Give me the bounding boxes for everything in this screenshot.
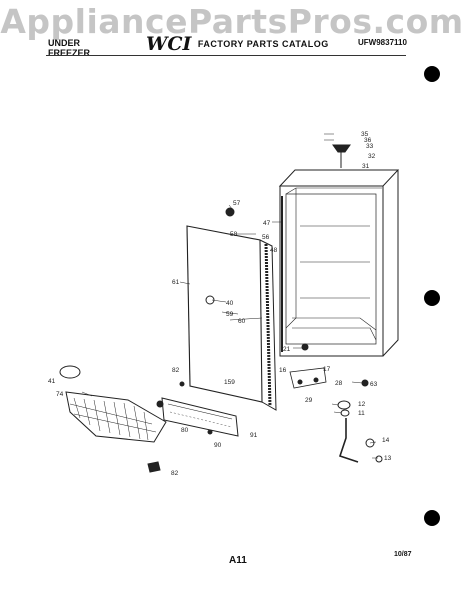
catalog-header: WCI FACTORY PARTS CATALOG [146,33,329,55]
callout-59: 59 [226,311,234,318]
callout-60: 60 [238,318,246,325]
callout-159: 159 [224,379,235,386]
callout-82-top: 82 [172,367,180,374]
callout-36: 36 [364,137,372,144]
kick-plate [161,397,239,437]
callout-74: 74 [56,391,64,398]
product-type: UNDER FREEZER [48,38,90,58]
callout-12: 12 [358,401,366,408]
cabinet [278,169,400,357]
callout-90: 90 [214,442,222,449]
binder-hole-top [424,66,440,82]
callout-29: 29 [305,397,313,404]
callout-91: 91 [250,432,258,439]
callout-80: 80 [181,427,189,434]
product-line-2: FREEZER [48,48,91,58]
door [186,225,277,411]
catalog-date: 10/87 [394,551,412,558]
callout-57: 57 [233,200,241,207]
callout-33: 33 [366,143,374,150]
callout-56: 56 [262,234,270,241]
callout-58: 58 [230,231,238,238]
callout-63: 63 [370,381,378,388]
header-rule [46,55,406,56]
product-line-1: UNDER [48,38,81,48]
callout-82-bottom: 82 [171,470,179,477]
binder-hole-middle [424,290,440,306]
callout-61: 61 [172,279,180,286]
callout-14: 14 [382,437,390,444]
callout-11: 11 [358,410,365,417]
callout-16: 16 [279,367,287,374]
callout-32: 32 [368,153,376,160]
brand-logo: WCI [146,33,192,55]
callout-13: 13 [384,455,392,462]
binder-hole-bottom [424,510,440,526]
callout-17: 17 [323,366,331,373]
callout-41: 41 [48,378,56,385]
callout-35: 35 [361,131,369,138]
leader-lines [81,133,378,459]
callout-21: 21 [283,346,291,353]
catalog-title: FACTORY PARTS CATALOG [197,39,329,49]
model-number: UFW9837110 [358,38,407,47]
wire-basket [65,391,167,443]
callout-40: 40 [226,300,234,307]
page-number: A11 [229,555,247,566]
callout-28: 28 [335,380,343,387]
watermark: AppliancePartsPros.com [0,2,464,41]
callout-47: 47 [263,220,271,227]
callout-48: 48 [270,247,278,254]
callout-31: 31 [362,163,370,170]
